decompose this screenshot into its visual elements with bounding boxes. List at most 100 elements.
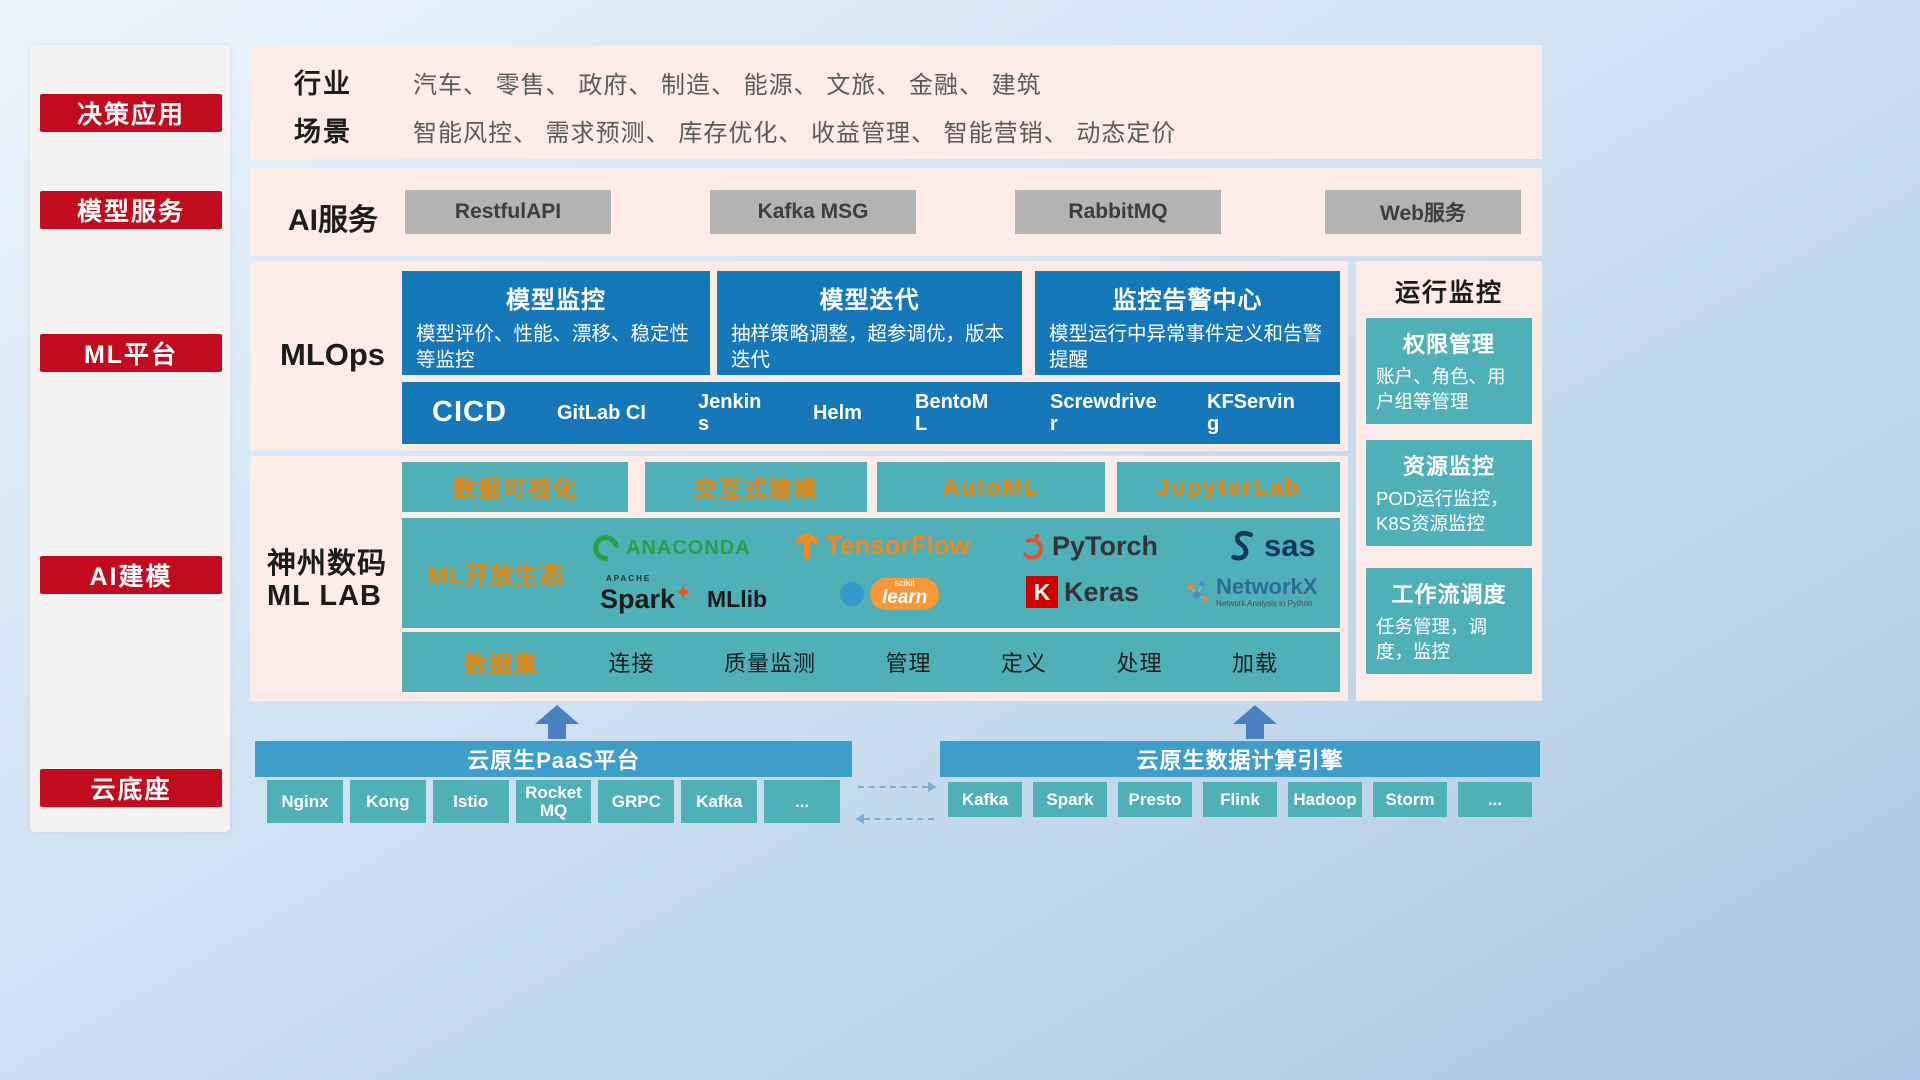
- pytorch-logo: PyTorch: [1018, 530, 1158, 562]
- data-visualization-box: 数据可视化: [402, 462, 628, 512]
- runtime-monitor-title: 运行监控: [1394, 279, 1503, 307]
- cicd-item-screwdriver: Screwdriver: [1050, 391, 1157, 435]
- tensorflow-wordmark: TensorFlow: [826, 530, 970, 560]
- permission-mgmt-title: 权限管理: [1402, 332, 1495, 357]
- engine-bar: 云原生数据计算引擎: [940, 741, 1540, 777]
- spark-wordmark: Spark: [600, 584, 676, 614]
- sidebar-item-cloud-base: 云底座: [40, 769, 222, 807]
- scikit-circle-icon: [840, 582, 864, 606]
- web-service-box: Web服务: [1325, 190, 1521, 234]
- networkx-wordmark: NetworkX: [1216, 574, 1318, 599]
- alert-center-desc: 模型运行中异常事件定义和告警提醒: [1049, 323, 1323, 371]
- chip-kafka: Kafka: [681, 780, 758, 823]
- sas-wordmark: sas: [1264, 528, 1316, 563]
- dataset-item-load: 加载: [1231, 651, 1278, 676]
- ai-service-label: AI服务: [288, 204, 378, 237]
- sidebar-item-ml-platform: ML平台: [40, 334, 222, 372]
- cicd-item-bentoml: BentoML: [915, 391, 989, 435]
- ml-ecosystem-box: ML开放生态 ANACONDA TensorFlow PyTorch: [402, 518, 1340, 628]
- sas-logo: sas: [1226, 528, 1316, 564]
- arrow-up-paas-icon: [535, 705, 579, 739]
- resource-monitor-card: 资源监控 POD运行监控，K8S资源监控: [1366, 440, 1532, 546]
- spark-logo: APACHE Spark✦: [600, 574, 693, 615]
- paas-chip-row: Nginx Kong Istio RocketMQ GRPC Kafka ...: [255, 780, 852, 823]
- dataset-item-quality: 质量监测: [723, 651, 816, 676]
- model-iteration-desc: 抽样策略调整，超参调优，版本迭代: [731, 323, 1005, 371]
- chip-nginx: Nginx: [267, 780, 343, 823]
- permission-mgmt-card: 权限管理 账户、角色、用户组等管理: [1366, 318, 1532, 424]
- chip-kafka2: Kafka: [948, 782, 1022, 817]
- spark-star-icon: ✦: [674, 580, 693, 605]
- cicd-label: CICD: [432, 396, 507, 429]
- networkx-logo: NetworkX Network Analysis in Python: [1184, 576, 1317, 608]
- keras-logo: K Keras: [1026, 576, 1139, 608]
- scene-label: 场景: [294, 117, 352, 147]
- chip-engine-more: ...: [1458, 782, 1532, 817]
- dataset-item-define: 定义: [1000, 651, 1047, 676]
- chip-presto: Presto: [1118, 782, 1192, 817]
- workflow-scheduler-title: 工作流调度: [1391, 582, 1507, 607]
- scikit-blob: scikit learn: [870, 578, 940, 610]
- paas-bar: 云原生PaaS平台: [255, 741, 852, 777]
- industry-list: 汽车、 零售、 政府、 制造、 能源、 文旅、 金融、 建筑: [413, 72, 1042, 99]
- tensorflow-logo: TensorFlow: [794, 530, 970, 561]
- sidebar-item-ai-modeling: AI建模: [40, 556, 222, 594]
- model-monitoring-card: 模型监控 模型评价、性能、漂移、稳定性等监控: [402, 271, 710, 375]
- kafka-msg-box: Kafka MSG: [710, 190, 916, 234]
- anaconda-ring-icon: [593, 535, 619, 561]
- cicd-bar: CICD GitLab CI Jenkins Helm BentoML Scre…: [402, 382, 1340, 444]
- chip-paas-more: ...: [764, 780, 841, 823]
- apache-caption: APACHE: [606, 574, 652, 583]
- engine-chip-row: Kafka Spark Presto Flink Hadoop Storm ..…: [940, 782, 1540, 817]
- scikit-top-text: scikit: [894, 578, 915, 588]
- scikit-wordmark: learn: [882, 587, 928, 608]
- tensorflow-icon: [796, 532, 818, 560]
- model-monitoring-desc: 模型评价、性能、漂移、稳定性等监控: [416, 323, 690, 371]
- left-rail: [30, 45, 230, 832]
- mllab-label-line2: ML LAB: [267, 580, 383, 612]
- model-monitoring-title: 模型监控: [506, 287, 606, 314]
- dashed-arrow-right-icon: [858, 782, 937, 792]
- arrow-up-engine-icon: [1233, 705, 1277, 739]
- mllab-label-line1: 神州数码: [267, 548, 388, 580]
- scene-list: 智能风控、 需求预测、 库存优化、 收益管理、 智能营销、 动态定价: [413, 120, 1177, 147]
- keras-wordmark: Keras: [1064, 576, 1140, 607]
- mlops-label: MLOps: [280, 337, 386, 372]
- mlops-panel: MLOps 模型监控 模型评价、性能、漂移、稳定性等监控 模型迭代 抽样策略调整…: [250, 261, 1348, 451]
- chip-spark: Spark: [1033, 782, 1107, 817]
- ml-ecosystem-label: ML开放生态: [428, 562, 565, 590]
- interactive-modeling-box: 交互式建模: [645, 462, 867, 512]
- sidebar-item-model-services: 模型服务: [40, 191, 222, 229]
- ai-service-panel: AI服务 RestfulAPI Kafka MSG RabbitMQ Web服务: [250, 168, 1542, 256]
- cicd-item-kfserving: KFServing: [1207, 391, 1295, 435]
- restful-api-box: RestfulAPI: [405, 190, 611, 234]
- workflow-scheduler-card: 工作流调度 任务管理，调度，监控: [1366, 568, 1532, 674]
- dataset-item-connect: 连接: [608, 651, 655, 676]
- rabbitmq-box: RabbitMQ: [1015, 190, 1221, 234]
- networkx-caption: Network Analysis in Python: [1216, 599, 1313, 608]
- dataset-item-manage: 管理: [885, 651, 932, 676]
- cicd-item-jenkins: Jenkins: [698, 391, 762, 435]
- resource-monitor-desc: POD运行监控，K8S资源监控: [1376, 488, 1509, 534]
- model-iteration-card: 模型迭代 抽样策略调整，超参调优，版本迭代: [717, 271, 1022, 375]
- chip-flink: Flink: [1203, 782, 1277, 817]
- pytorch-wordmark: PyTorch: [1052, 530, 1159, 561]
- pytorch-icon: [1021, 533, 1043, 560]
- dataset-label: 数据集: [464, 651, 539, 677]
- chip-rocketmq: RocketMQ: [515, 780, 592, 823]
- model-iteration-title: 模型迭代: [819, 287, 920, 314]
- anaconda-logo: ANACONDA: [592, 534, 751, 562]
- dataset-bar: 数据集 连接 质量监测 管理 定义 处理 加载: [402, 632, 1340, 692]
- chip-kong: Kong: [349, 780, 426, 823]
- resource-monitor-title: 资源监控: [1402, 454, 1495, 479]
- sas-icon: [1231, 531, 1253, 561]
- chip-grpc: GRPC: [598, 780, 675, 823]
- dataset-item-process: 处理: [1116, 651, 1163, 676]
- cicd-item-helm: Helm: [813, 402, 862, 424]
- alert-center-card: 监控告警中心 模型运行中异常事件定义和告警提醒: [1035, 271, 1340, 375]
- networkx-icon: [1187, 581, 1208, 602]
- mllab-panel: 神州数码 ML LAB 数据可视化 交互式建模 AutoML JupyterLa…: [250, 456, 1348, 701]
- alert-center-title: 监控告警中心: [1112, 287, 1263, 314]
- permission-mgmt-desc: 账户、角色、用户组等管理: [1376, 366, 1506, 412]
